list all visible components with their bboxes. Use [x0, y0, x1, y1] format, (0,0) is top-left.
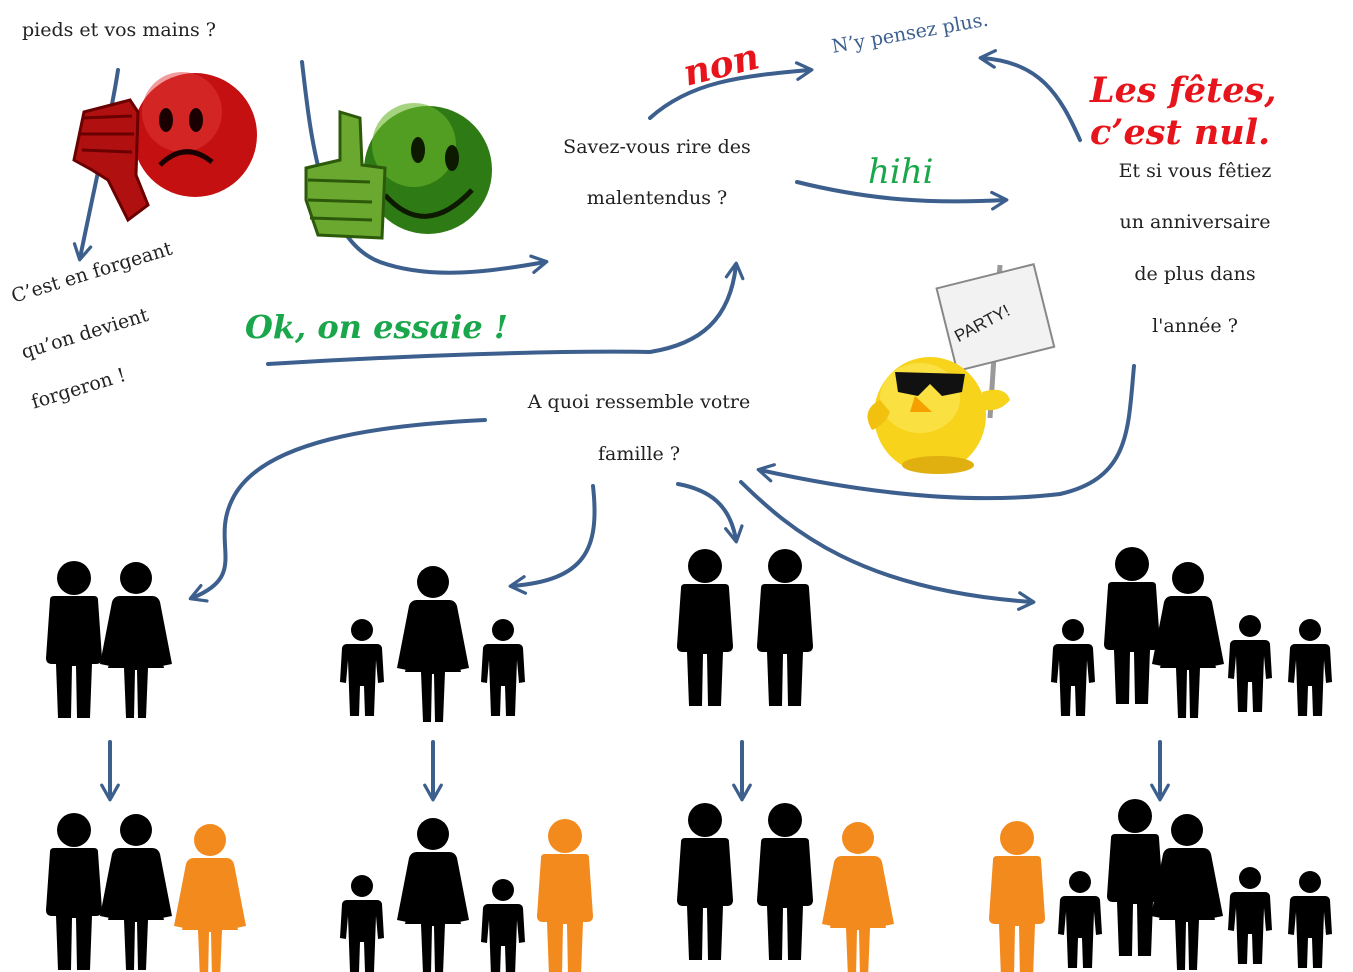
hihi-label: hihi — [868, 152, 934, 192]
ok-essaie-label: Ok, on essaie ! — [245, 308, 508, 346]
family-two-men-plus-one — [677, 803, 894, 972]
family-couple-plus-one — [46, 813, 246, 972]
arrow-et-si-to-famille — [756, 364, 1136, 501]
arrow-to-savez — [300, 60, 549, 275]
family-single-parent-plus-one — [340, 818, 593, 972]
arrow-famille-3 — [676, 482, 744, 544]
arrow-famille-4 — [739, 480, 1036, 611]
family-single-parent — [340, 566, 525, 722]
arrow-hihi — [795, 180, 1009, 211]
thumbs-down-smiley-icon — [72, 72, 257, 223]
les-fetes-line2: c’est nul. — [1090, 112, 1271, 153]
family-large-plus-one — [989, 799, 1332, 972]
et-si-line1: Et si vous fêtiez — [1118, 160, 1272, 182]
et-si-line3: de plus dans — [1134, 263, 1256, 285]
arrow-non — [648, 61, 814, 120]
savez-question-line2: malentendus ? — [586, 187, 728, 209]
arrow-famille-2 — [508, 484, 597, 595]
famille-question-line2: famille ? — [597, 443, 681, 465]
arrow-famille-1 — [188, 418, 487, 603]
party-chick-icon — [867, 263, 1056, 474]
top-left-text: pieds et vos mains ? — [22, 19, 216, 41]
savez-question-line1: Savez-vous rire des — [563, 136, 751, 158]
arrow-ok — [266, 261, 745, 366]
thumbs-up-smiley-icon — [304, 103, 492, 240]
et-si-line2: un anniversaire — [1119, 211, 1271, 233]
les-fetes-line1: Les fêtes, — [1090, 70, 1277, 111]
family-large — [1051, 547, 1332, 718]
family-couple — [46, 561, 172, 718]
arrow-to-ny-pensez — [978, 49, 1082, 142]
et-si-line4: l'année ? — [1152, 315, 1238, 337]
famille-question-line1: A quoi ressemble votre — [527, 391, 751, 413]
arrows — [72, 49, 1170, 802]
family-two-men — [677, 549, 813, 706]
